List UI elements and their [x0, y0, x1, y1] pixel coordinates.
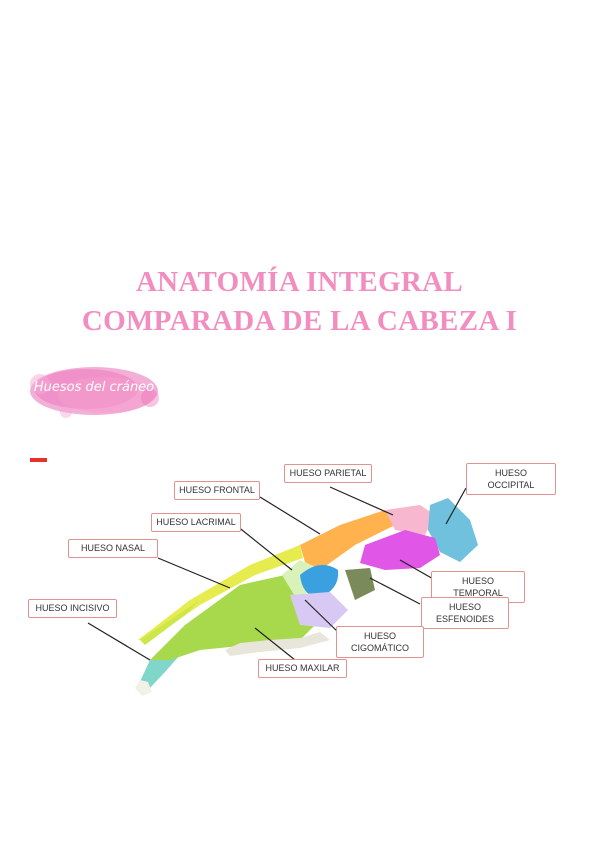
label-cigomatico-line2: CIGOMÁTICO — [351, 643, 409, 653]
label-frontal: HUESO FRONTAL — [174, 481, 260, 500]
red-dash-marker — [30, 458, 47, 462]
occipital-bone — [428, 498, 478, 562]
label-cigomatico: HUESO CIGOMÁTICO — [336, 626, 424, 658]
watercolor-badge — [30, 367, 159, 418]
incisor-teeth — [135, 680, 152, 696]
label-esfenoides: HUESO ESFENOIDES — [421, 597, 509, 629]
label-occipital-line2: OCCIPITAL — [487, 480, 535, 490]
orbit — [300, 565, 339, 598]
label-temporal-line1: HUESO — [461, 576, 494, 586]
label-parietal: HUESO PARIETAL — [284, 464, 372, 483]
title-line-2: COMPARADA DE LA CABEZA I — [81, 305, 518, 337]
cigomatico-bone — [290, 592, 348, 628]
label-esfenoides-line1: HUESO — [448, 602, 481, 612]
esfenoides-bone — [345, 568, 375, 600]
label-occipital-line1: HUESO — [494, 468, 527, 478]
title-line-1: ANATOMÍA INTEGRAL — [135, 266, 464, 298]
label-occipital: HUESO OCCIPITAL — [466, 463, 556, 495]
badge-label: Huesos del cráneo — [33, 380, 155, 395]
label-temporal-line2: TEMPORAL — [453, 588, 503, 598]
skull-illustration — [135, 498, 478, 696]
label-maxilar: HUESO MAXILAR — [258, 659, 347, 678]
label-incisivo: HUESO INCISIVO — [28, 599, 117, 618]
leader-lines — [87, 486, 467, 661]
nasal-process — [140, 600, 200, 645]
label-esfenoides-line2: ESFENOIDES — [435, 614, 494, 624]
teeth — [225, 632, 330, 656]
label-lacrimal: HUESO LACRIMAL — [151, 513, 241, 532]
parietal-bone — [385, 505, 435, 535]
maxilar-bone — [150, 575, 315, 660]
skull-diagram — [87, 486, 478, 696]
temporal-bone — [360, 530, 440, 570]
frontal-bone — [300, 510, 395, 570]
label-cigomatico-line1: HUESO — [363, 631, 396, 641]
label-nasal: HUESO NASAL — [68, 539, 158, 558]
